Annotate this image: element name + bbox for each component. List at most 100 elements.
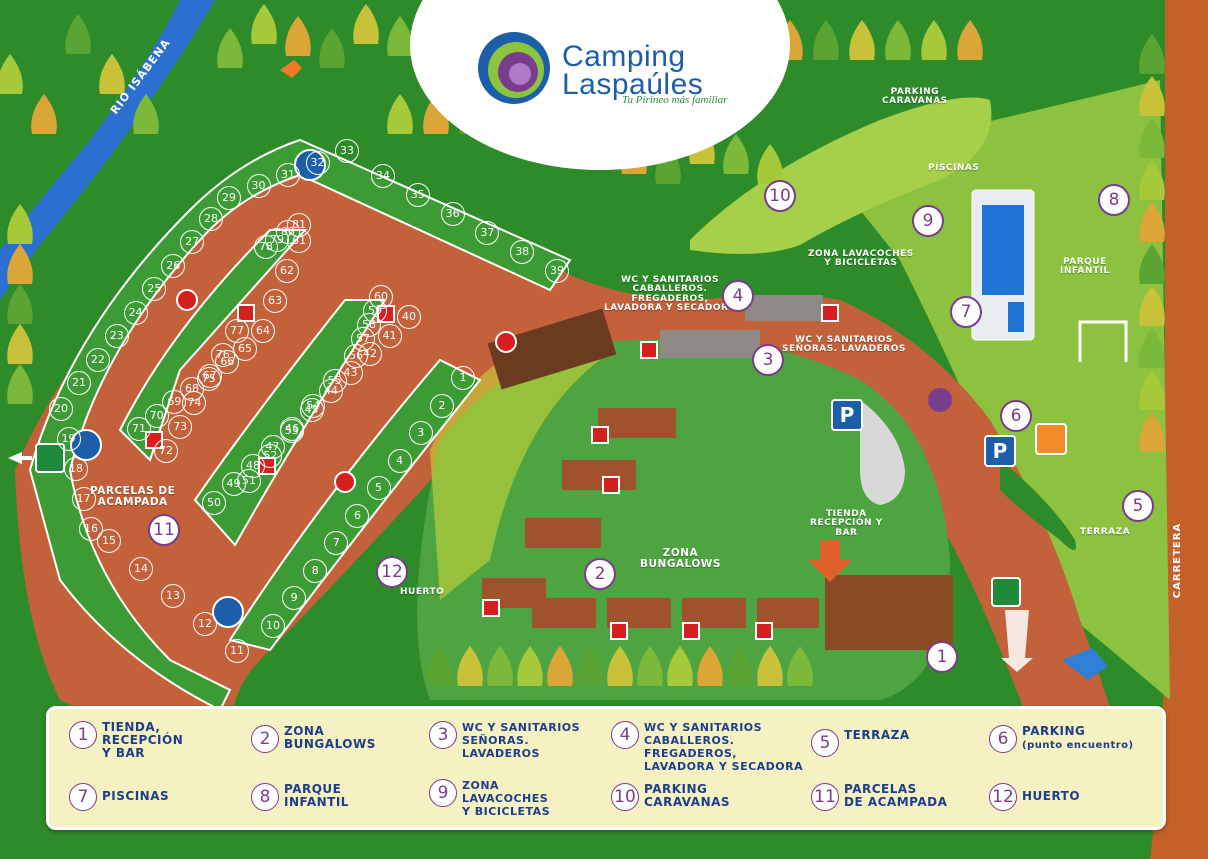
plot-number: 21 — [67, 371, 91, 395]
plot-number: 53 — [279, 419, 304, 443]
fire-extinguisher-icon — [145, 289, 839, 640]
parking-caravanas-area — [690, 97, 992, 254]
tree-icon — [813, 20, 839, 60]
plot-number: 52 — [258, 444, 283, 468]
tree-icon — [757, 646, 783, 686]
plot-number: 29 — [217, 186, 241, 210]
label-parcelas: PARCELAS DE ACAMPADA — [90, 485, 176, 509]
plot-number: 30 — [246, 174, 271, 199]
legend-text: PARKING CARAVANAS — [644, 782, 731, 809]
tree-icon — [427, 646, 453, 686]
plot-number: 7 — [324, 531, 349, 556]
water-fountain-icon — [212, 596, 244, 628]
plot-number: 10 — [261, 614, 285, 638]
legend-text: ZONA BUNGALOWS — [284, 724, 376, 751]
parking-letter: P — [840, 403, 855, 427]
legend-number: 11 — [811, 783, 839, 811]
legend-item-2: 2 ZONA BUNGALOWS — [251, 725, 376, 753]
tree-icon — [849, 20, 875, 60]
legend-text-main: PARKING — [1022, 724, 1086, 738]
road-carretera — [1150, 0, 1208, 859]
plot-number: 31 — [276, 162, 300, 187]
plot-number: 77 — [225, 319, 249, 343]
legend-number: 6 — [989, 725, 1017, 753]
tree-icon — [7, 204, 33, 244]
parking-area-meeting — [1000, 460, 1076, 550]
plot-number: 19 — [56, 427, 81, 451]
plot-number: 71 — [127, 417, 151, 441]
legend-text: WC Y SANITARIOS SEÑORAS. LAVADEROS — [462, 721, 581, 760]
plot-number: 23 — [104, 324, 129, 349]
tree-icon — [787, 646, 813, 686]
legend-number: 8 — [251, 783, 279, 811]
plot-number: 22 — [85, 347, 110, 372]
plot-number: 4 — [387, 448, 412, 473]
tree-icon — [387, 16, 413, 56]
plot-number: 3 — [408, 421, 433, 446]
legend-item-8: 8 PARQUE INFANTIL — [251, 783, 349, 811]
tree-icon — [885, 20, 911, 60]
plot-number: 72 — [154, 439, 178, 463]
zone-number-8: 8 — [1098, 184, 1130, 216]
plot-number: 6 — [345, 503, 370, 528]
plot-number: 51 — [237, 469, 261, 493]
label-tienda: TIENDA RECEPCIÓN Y BAR — [810, 509, 883, 538]
river-isabena — [0, 0, 215, 300]
legend-item-6: 6 PARKING(punto encuentro) — [989, 725, 1134, 753]
tree-icon — [957, 20, 983, 60]
bird-icon — [1062, 648, 1108, 680]
plot-number: 37 — [475, 221, 500, 245]
label-wc-caballeros: WC Y SANITARIOS CABALLEROS. FREGADEROS, … — [604, 275, 736, 314]
legend-item-4: 4 WC Y SANITARIOS CABALLEROS. FREGADEROS… — [611, 721, 803, 773]
tree-icon — [251, 4, 277, 44]
snail-logo-icon — [478, 32, 550, 104]
tree-icon — [1139, 160, 1165, 200]
tree-icon — [1139, 202, 1165, 242]
label-wc-senoras: WC Y SANITARIOS SEÑORAS. LAVADEROS — [782, 335, 906, 355]
legend-number: 12 — [989, 783, 1017, 811]
legend-text: WC Y SANITARIOS CABALLEROS. FREGADEROS, … — [644, 721, 804, 773]
tree-icon — [517, 646, 543, 686]
label-parque-infantil: PARQUE INFANTIL — [1060, 257, 1110, 277]
plot-number: 11 — [225, 639, 249, 663]
tree-icon — [1139, 286, 1165, 326]
tree-icon — [217, 28, 243, 68]
plot-number: 18 — [64, 457, 88, 481]
plot-number: 9 — [282, 586, 307, 611]
zone-number-3: 3 — [752, 344, 784, 376]
tree-icon — [757, 144, 783, 184]
map-legend: 1 TIENDA, RECEPCIÓN Y BAR 2 ZONA BUNGALO… — [46, 706, 1166, 830]
zone-number-12: 12 — [376, 556, 408, 588]
zone-number-1: 1 — [926, 641, 958, 673]
plot-number: 70 — [144, 403, 169, 428]
plot-number: 14 — [129, 556, 153, 581]
label-parking-caravanas: PARKING CARAVANAS — [882, 87, 948, 107]
plot-number: 33 — [335, 139, 359, 163]
tree-icon — [1139, 34, 1165, 74]
exit-arrow-icon — [8, 452, 32, 464]
legend-item-5: 5 TERRAZA — [811, 729, 910, 757]
legend-number: 9 — [429, 779, 457, 807]
label-piscinas: PISCINAS — [928, 163, 980, 173]
legend-text: TERRAZA — [844, 728, 910, 742]
plot-number: 63 — [263, 289, 287, 313]
bungalow-icon — [482, 408, 819, 628]
plot-number: 15 — [97, 529, 121, 553]
tree-icon — [7, 244, 33, 284]
tree-icon — [1139, 370, 1165, 410]
plot-number: 40 — [397, 305, 421, 329]
legend-text: ZONA LAVACOCHES Y BICICLETAS — [462, 779, 551, 818]
tree-icon — [353, 4, 379, 44]
legend-number: 3 — [429, 721, 457, 749]
legend-item-3: 3 WC Y SANITARIOS SEÑORAS. LAVADEROS — [429, 721, 580, 760]
parking-icon — [831, 399, 863, 431]
tree-icon — [0, 54, 23, 94]
plot-number: 50 — [202, 491, 226, 515]
tree-icon — [1139, 328, 1165, 368]
plot-number: 34 — [371, 164, 395, 188]
label-lavacoches: ZONA LAVACOCHES Y BICICLETAS — [808, 249, 914, 269]
tree-icon — [577, 646, 603, 686]
plot-number: 26 — [161, 253, 186, 278]
plot-number: 41 — [377, 323, 402, 348]
plot-number: 8 — [303, 558, 328, 583]
